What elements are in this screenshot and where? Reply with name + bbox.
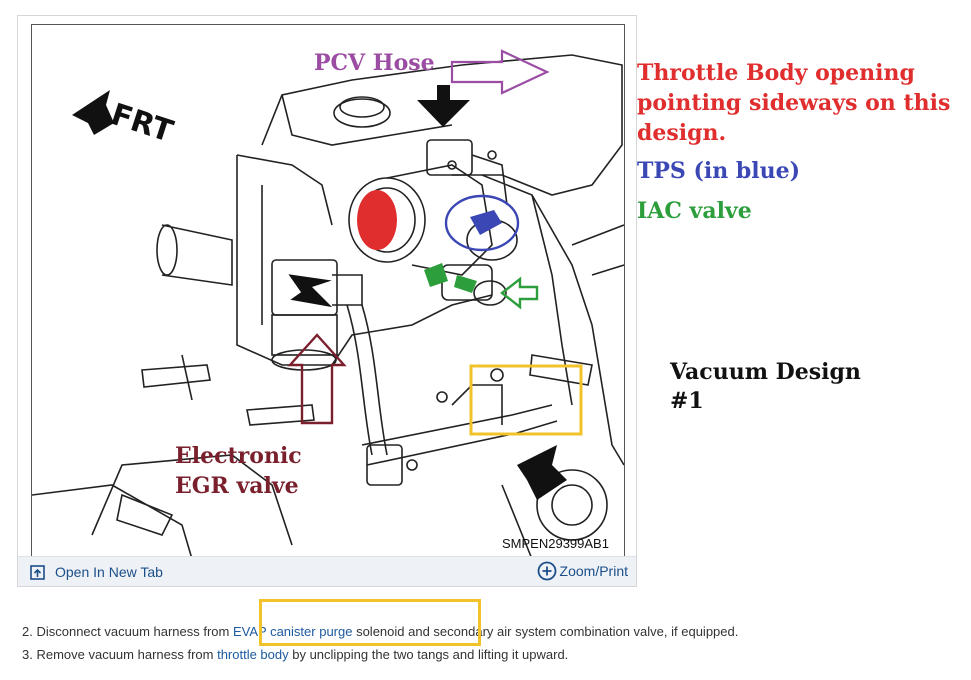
step-3: 3. Remove vacuum harness from throttle b…	[22, 647, 568, 662]
figure-footer: Open In New Tab Zoom/Print	[18, 556, 636, 586]
pcv-down-arrow	[417, 85, 470, 127]
tps-marker	[470, 210, 502, 235]
evap-canister-purge-link[interactable]: EVAP canister purge	[232, 624, 353, 639]
egr-label-line1: Electronic	[175, 443, 302, 469]
engine-diagram-drawing: PCV Hose FRT Electronic EGR valve SMPEN2…	[32, 49, 624, 559]
tps-circle	[444, 194, 520, 252]
frt-label: FRT	[107, 97, 178, 150]
iac-note: IAC valve	[637, 198, 752, 224]
front-arrow-icon	[72, 90, 114, 135]
step-2-prefix: 2. Disconnect vacuum harness from	[22, 624, 233, 639]
egr-arrow	[287, 333, 347, 425]
step-3-suffix: by unclipping the two tangs and lifting …	[288, 647, 569, 662]
open-in-new-tab-link[interactable]: Open In New Tab	[30, 563, 163, 581]
pcv-arrow	[450, 49, 550, 95]
evap-solenoid-box	[469, 364, 583, 436]
open-new-tab-icon	[30, 564, 45, 580]
throttle-body-note: Throttle Body opening pointing sideways …	[637, 60, 951, 146]
tps-note: TPS (in blue)	[637, 158, 801, 184]
pcv-hose-label: PCV Hose	[314, 50, 435, 76]
step-2-suffix: solenoid and secondary air system combin…	[352, 624, 739, 639]
zoom-plus-icon	[537, 561, 556, 581]
engine-diagram: PCV Hose FRT Electronic EGR valve SMPEN2…	[31, 24, 625, 560]
egr-label-line2: EGR valve	[175, 473, 299, 499]
vacuum-design-note: Vacuum Design #1	[670, 358, 900, 416]
figure-code: SMPEN29399AB1	[502, 536, 609, 551]
iac-marker-2	[454, 275, 477, 293]
evap-arrow	[517, 445, 567, 500]
iac-marker	[424, 263, 448, 287]
zoom-print-label: Zoom/Print	[559, 563, 628, 579]
vacuum-design-line2: #1	[670, 388, 704, 414]
zoom-print-link[interactable]: Zoom/Print	[537, 561, 628, 581]
throttle-body-marker	[357, 190, 397, 250]
vacuum-design-line1: Vacuum Design	[670, 359, 861, 385]
open-in-new-tab-label: Open In New Tab	[55, 564, 163, 580]
step-3-prefix: 3. Remove vacuum harness from	[22, 647, 218, 662]
throttle-body-link[interactable]: throttle body	[217, 647, 289, 662]
iac-arrow	[500, 276, 539, 310]
egr-connector-arrow	[288, 274, 333, 308]
figure-card: PCV Hose FRT Electronic EGR valve SMPEN2…	[17, 15, 637, 587]
step-2: 2. Disconnect vacuum harness from EVAP c…	[22, 624, 738, 639]
